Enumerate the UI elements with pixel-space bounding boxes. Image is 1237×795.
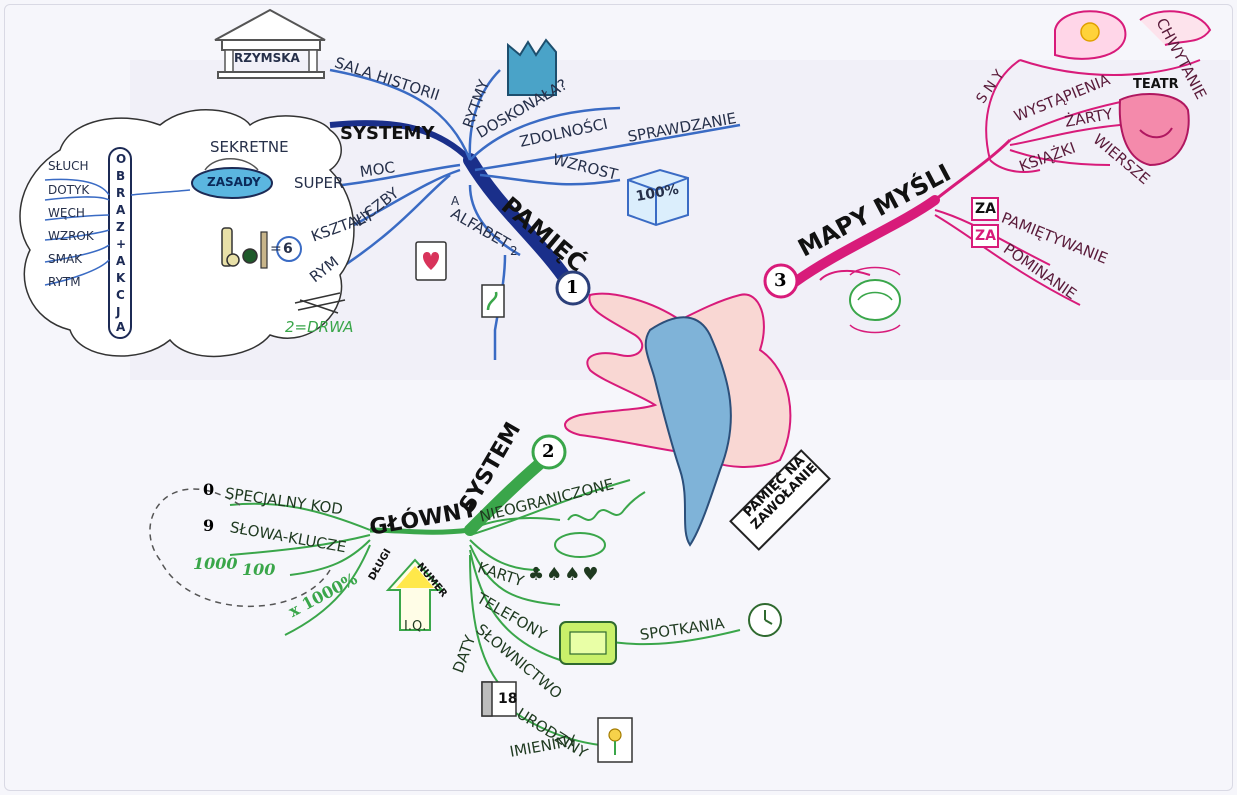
swan-sign-icon [481,284,505,318]
iq-arrow-icon [385,558,445,631]
temple-icon [214,8,326,79]
blue-branch [199,68,741,360]
badge-3-circle [763,263,799,299]
telephone-icon [559,621,617,665]
badge-3: 3 [774,270,787,291]
zasady-label: ZASADY [207,175,261,189]
systemy-label: SYSTEMY [340,123,435,144]
zero-label: 0 [203,480,215,499]
brain-icon [849,266,901,334]
vertical-letter: B [116,169,126,183]
shape-figures [221,227,302,269]
super-label: SUPER [294,174,344,192]
equals-label: = [270,241,282,257]
n1000-label: 1000 [193,554,238,573]
sekretne-cloud [204,158,259,171]
sense-lines [44,178,191,286]
calendar-icon [481,681,517,717]
vertical-letter: A [116,203,126,217]
alfabet-two: 2 [510,244,518,258]
flower-card-icon [597,717,633,763]
dotyk-label: DOTYK [48,183,90,197]
heart-card-icon [415,241,447,281]
cloud-shape [19,109,355,358]
alfabet-a: A [451,194,460,208]
vertical-letter: A [116,254,126,268]
badge-2: 2 [542,441,555,462]
vertical-letter: R [116,186,126,200]
card-suits: ♣♠♠♥ [528,564,601,585]
cube-icon [627,168,689,227]
drwa-label: 2=DRWA [285,318,354,336]
vertical-letter: Z [116,220,125,234]
hand-sketch-icon [1139,10,1212,46]
iq-label: I.Q. [404,619,427,634]
badge-1: 1 [566,277,579,298]
wech-label: WĘCH [48,206,85,220]
pink-branch [790,59,1201,306]
za-box-1 [971,197,999,221]
zasady-oval [191,167,273,199]
za-label-2: ZA [975,228,996,244]
clock-icon [748,603,782,637]
vertical-letter: + [116,237,127,251]
badge-1-circle [555,270,591,306]
theatre-mask-icon [1118,93,1190,167]
vertical-letter: O [116,152,127,166]
pointing-hand-icon [564,292,792,547]
logs-icon [294,292,346,314]
hand-sign [729,449,831,551]
badge-2-circle [531,434,567,470]
sekretne-label: SEKRETNE [210,138,289,156]
n100-label: 100 [242,560,276,579]
za-label-1: ZA [975,201,996,217]
wzrok-label: WZROK [48,229,94,243]
vertical-letter: K [116,271,126,285]
factory-icon [507,38,557,96]
teatr-label: TEATR [1133,77,1179,92]
rytm-label: RYTM [48,275,81,289]
sluch-label: SŁUCH [48,159,89,173]
za-box-2 [971,224,999,248]
calendar-18: 18 [498,691,518,707]
vertical-letter: J [116,305,121,319]
vertical-letter: C [116,288,125,302]
sun-head-icon [1054,10,1127,60]
vertical-pill [108,147,132,339]
nine-label: 9 [203,516,215,535]
six-label: 6 [283,241,293,257]
vertical-letter: A [116,320,126,334]
rzymska-label: RZYMSKA [234,51,300,65]
smak-label: SMAK [48,252,83,266]
